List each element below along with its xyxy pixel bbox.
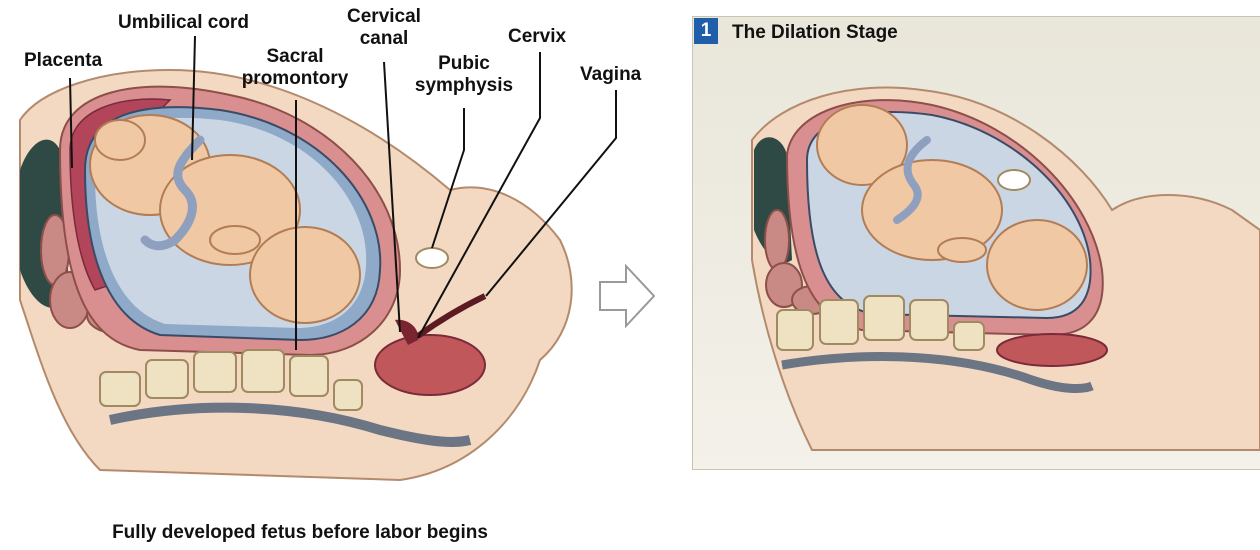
label-pubic-symphysis-line2: symphysis [414, 75, 514, 96]
label-placenta: Placenta [24, 50, 103, 71]
fetus [816, 104, 1088, 311]
spine [99, 349, 363, 411]
label-cervical-canal-line1: Cervical [347, 6, 421, 27]
umbilical-cord [893, 136, 931, 224]
label-sacral-promontory-line1: Sacral [266, 46, 324, 67]
label-cervical-canal: Cervical canal [336, 6, 432, 50]
next-stage-arrow-icon [599, 263, 656, 329]
umbilical-cord [140, 135, 205, 251]
label-pubic-symphysis-line1: Pubic [438, 53, 490, 74]
label-cervical-canal-line2: canal [359, 28, 409, 49]
rectum [374, 334, 486, 396]
spine [776, 295, 985, 351]
label-umbilical-cord: Umbilical cord [118, 12, 249, 33]
rectum [996, 333, 1108, 367]
fetus-before-labor-illustration [19, 68, 573, 482]
figure-caption: Fully developed fetus before labor begin… [112, 522, 488, 543]
label-cervix: Cervix [508, 26, 567, 47]
fetal-head [249, 226, 361, 324]
label-pubic-symphysis: Pubic symphysis [404, 53, 524, 97]
pubic-symphysis [997, 169, 1031, 191]
fetal-head [986, 219, 1088, 311]
label-vagina: Vagina [580, 64, 642, 85]
pubic-symphysis [415, 247, 449, 269]
label-sacral-promontory-line2: promontory [241, 68, 349, 89]
spinal-canal [108, 402, 472, 447]
stage-title: The Dilation Stage [732, 22, 898, 43]
spinal-canal [781, 352, 1094, 393]
stage-number-badge: 1 [694, 18, 718, 44]
label-sacral-promontory: Sacral promontory [230, 46, 360, 90]
dilation-stage-illustration [751, 86, 1260, 451]
